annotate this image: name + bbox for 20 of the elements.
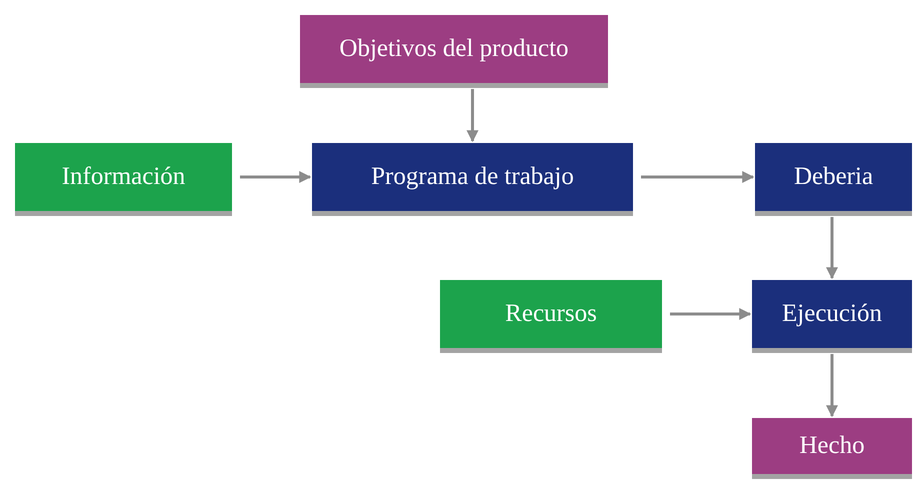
- arrow: [641, 171, 754, 183]
- process-box: [440, 280, 662, 348]
- process-box: [300, 15, 608, 83]
- box-label: Objetivos del producto: [339, 34, 569, 64]
- process-box: [15, 143, 232, 211]
- arrow: [466, 89, 478, 142]
- arrow: [240, 171, 312, 183]
- box-label: Ejecución: [782, 299, 882, 330]
- box-label: Hecho: [799, 431, 865, 462]
- arrow: [826, 217, 838, 280]
- process-box: [755, 143, 912, 211]
- box-label: Deberia: [794, 162, 874, 192]
- process-box: [752, 280, 912, 348]
- box-label: Programa de trabajo: [371, 162, 574, 192]
- box-label: Información: [62, 162, 186, 192]
- box-label: Recursos: [505, 299, 597, 330]
- arrow: [826, 354, 838, 418]
- arrow: [670, 308, 752, 320]
- process-box: [752, 418, 912, 474]
- process-box: [312, 143, 633, 211]
